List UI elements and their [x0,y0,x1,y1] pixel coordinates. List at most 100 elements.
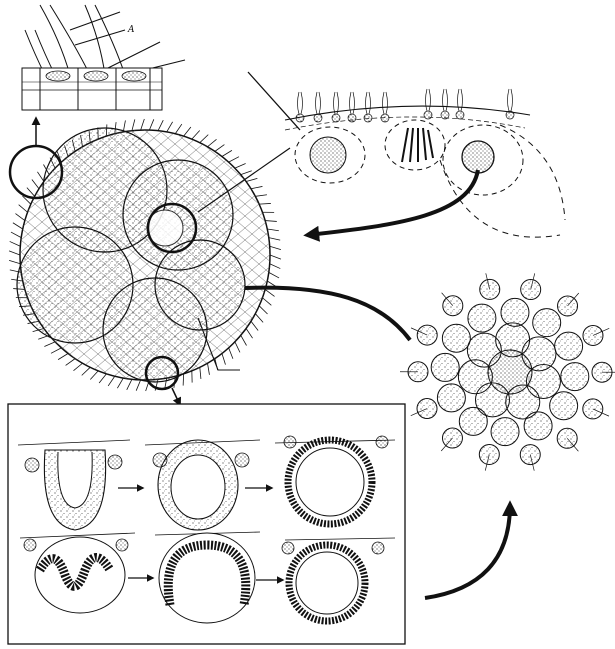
cilium [228,156,240,163]
embryo-cell [436,383,466,413]
flagellum [315,91,318,115]
cilium [15,213,26,221]
embryo-cell [442,295,464,317]
surface-cell [440,110,450,120]
cilium [234,163,246,169]
cilium [22,195,32,205]
cilium [268,237,281,241]
embryo-cell [560,362,590,392]
flagellum [300,91,303,115]
inversion-stage-5 [154,531,261,624]
cilium [57,353,69,360]
cilium [199,367,202,380]
embryo-cell [458,406,488,436]
cilium [265,220,277,222]
flagellum [442,88,445,112]
cilium [245,328,253,339]
cilium [9,241,21,247]
cilium [73,362,83,371]
cilium [269,254,282,260]
surface-cell [505,110,515,120]
embryo-cell [556,427,578,449]
cilium [148,119,155,131]
embryo-cell [591,361,613,383]
embryo-cell [416,398,438,420]
embryo-cell [520,279,542,301]
flagellum [382,91,385,115]
flagellum [333,91,336,115]
cilium [37,171,45,182]
flagellum [428,88,431,112]
surface-cell [331,113,341,123]
cilium [126,379,133,390]
cilium [199,134,209,143]
surface-cell [313,113,323,123]
cilium [269,263,281,269]
cilium [65,358,76,366]
cilium [240,335,247,346]
cilium [255,313,264,323]
cilium [267,228,279,232]
cilium [264,289,275,297]
cilium [269,245,282,250]
embryo-cell [532,308,562,338]
cilium [240,170,252,176]
embryo-cell [430,352,460,382]
cilium [10,231,22,238]
inversion-stage-4 [19,532,136,614]
cilium [81,367,91,376]
flagellum [385,91,388,115]
cilium [50,347,62,354]
developing-embryo [244,273,615,600]
embryo-cell [523,411,553,441]
embryo-cell [500,297,530,327]
cilium [89,370,99,380]
cilium [221,150,233,157]
cilium [12,222,23,230]
cilium [259,203,271,205]
cilium [174,123,183,134]
cilium [31,179,40,190]
embryo-cell [490,417,520,447]
surface-cell [380,113,390,123]
embryo-cell [479,278,501,300]
surface-cell [455,110,465,120]
surface-cell [363,113,373,123]
flagellum [457,88,460,112]
cilium [207,139,217,148]
cilium [166,121,173,133]
cilium [122,120,126,132]
cilium [8,250,21,256]
surface-cell [347,113,357,123]
embryo-cell [416,324,438,346]
flagellum [352,91,355,115]
cilium [262,297,272,306]
embryo-cell [407,361,429,383]
cilium [268,272,280,279]
surface-cell [295,113,305,123]
cilium [26,187,35,197]
cilium [214,144,225,152]
embryo-cell [554,331,584,361]
cilium [207,363,210,375]
embryo-cell [557,295,579,317]
cilium [18,204,28,213]
cilium [221,353,226,365]
cilium [255,194,267,197]
cilium [117,377,124,389]
panel-letter: A [127,25,135,35]
cilium [140,118,145,131]
cilium [135,379,142,391]
embryo-cell [549,391,579,421]
inversion-sequence [7,403,406,645]
embryo-cell [478,443,500,465]
embryo-cell [582,324,604,346]
embryo-cell [441,323,471,353]
flagellum [460,88,463,112]
flagellum [336,91,339,115]
cilium [98,373,107,384]
cilium [44,341,56,347]
inversion-stage-3 [274,435,396,528]
cilium [250,186,263,190]
